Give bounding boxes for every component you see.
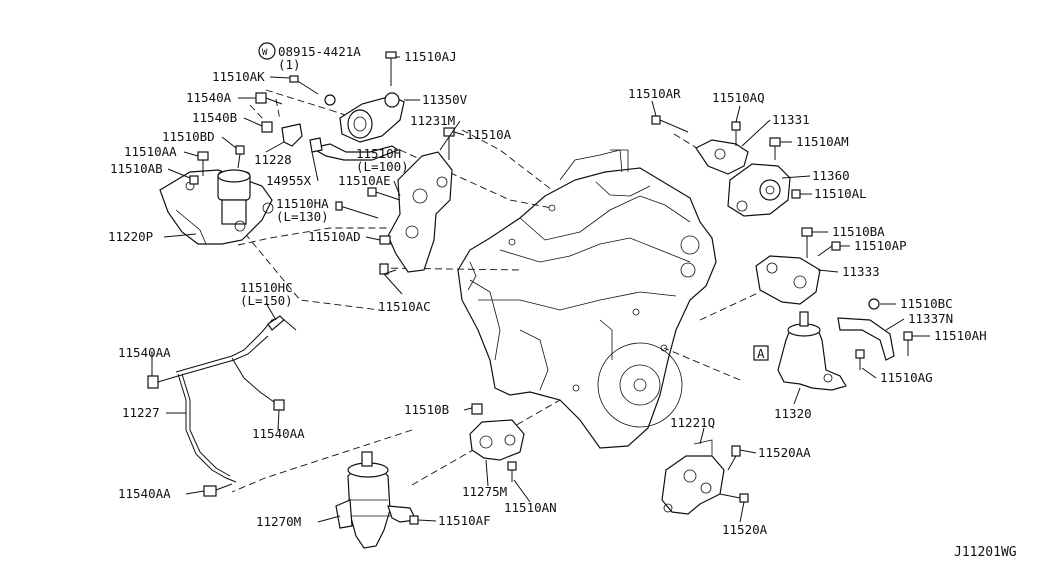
label-11510bd: 11510BD bbox=[162, 129, 215, 144]
drawing-id: J11201WG bbox=[954, 545, 1017, 560]
insulator-11360 bbox=[727, 137, 801, 217]
label-11510b: 11510B bbox=[404, 402, 449, 417]
label-washer-qty: (1) bbox=[278, 57, 301, 72]
label-11337n: 11337N bbox=[908, 311, 953, 326]
dashed-leaders bbox=[231, 89, 761, 493]
bracket-11331 bbox=[651, 115, 749, 175]
label-11540aa-mid: 11540AA bbox=[252, 426, 305, 441]
label-11510ab: 11510AB bbox=[110, 161, 163, 176]
label-11510ak: 11510AK bbox=[212, 69, 265, 84]
label-11350v: 11350V bbox=[422, 92, 468, 107]
label-11510ah: 11510AH bbox=[934, 328, 987, 343]
label-11510ba: 11510BA bbox=[832, 224, 885, 239]
bolt-11510ad bbox=[335, 201, 379, 219]
bracket-11337n bbox=[837, 298, 913, 361]
bracket-11221q bbox=[661, 439, 749, 515]
bolt-11510ak bbox=[289, 75, 319, 95]
label-11360: 11360 bbox=[812, 168, 850, 183]
bracket-11231m bbox=[379, 127, 455, 275]
label-11227: 11227 bbox=[122, 405, 160, 420]
mount-11350v bbox=[339, 92, 405, 143]
leader-lines bbox=[151, 56, 930, 523]
label-11510aq: 11510AQ bbox=[712, 90, 765, 105]
label-11275m: 11275M bbox=[462, 484, 507, 499]
engine-block bbox=[457, 149, 717, 449]
mount-11270m bbox=[335, 451, 419, 549]
label-11510ad: 11510AD bbox=[308, 229, 361, 244]
bracket-11228 bbox=[261, 121, 303, 147]
bracket-11275m bbox=[469, 403, 525, 482]
label-11320: 11320 bbox=[774, 406, 812, 421]
svg-text:W: W bbox=[262, 48, 268, 58]
bracket-11220p bbox=[159, 145, 274, 245]
label-11540b: 11540B bbox=[192, 110, 237, 125]
label-11510ha: 11510HA bbox=[276, 196, 329, 211]
label-11510an: 11510AN bbox=[504, 500, 557, 515]
label-11520aa: 11520AA bbox=[758, 445, 811, 460]
tube-11227 bbox=[147, 315, 297, 497]
bolt-11510ae bbox=[367, 187, 401, 201]
label-11510ag: 11510AG bbox=[880, 370, 933, 385]
label-11220p: 11220P bbox=[108, 229, 153, 244]
part-labels: 08915-4421A (1) 11510AJ 11510AK 11350V 1… bbox=[108, 44, 1017, 560]
label-11510ha-length: (L=130) bbox=[276, 209, 329, 224]
label-11510aj: 11510AJ bbox=[404, 49, 457, 64]
label-11510hc-length: (L=150) bbox=[240, 293, 293, 308]
label-11510h: 11510H bbox=[356, 146, 401, 161]
label-washer-code: 08915-4421A bbox=[278, 44, 361, 59]
mount-11320 bbox=[777, 311, 865, 391]
label-11540a: 11540A bbox=[186, 90, 232, 105]
label-11510al: 11510AL bbox=[814, 186, 867, 201]
label-14955x: 14955X bbox=[266, 173, 312, 188]
label-11510ae: 11510AE bbox=[338, 173, 391, 188]
label-11510aa: 11510AA bbox=[124, 144, 177, 159]
label-11221q: 11221Q bbox=[670, 415, 715, 430]
label-11510ap: 11510AP bbox=[854, 238, 907, 253]
label-11540aa-bottom: 11540AA bbox=[118, 486, 171, 501]
label-11510hc: 11510HC bbox=[240, 280, 293, 295]
bolt-11510aj bbox=[385, 51, 397, 86]
label-11231m: 11231M bbox=[410, 113, 455, 128]
label-11510am: 11510AM bbox=[796, 134, 849, 149]
label-11228: 11228 bbox=[254, 152, 292, 167]
label-11510ar: 11510AR bbox=[628, 86, 681, 101]
bracket-11333 bbox=[755, 227, 841, 305]
label-11331: 11331 bbox=[772, 112, 810, 127]
washer-08915: W bbox=[258, 42, 336, 106]
label-11510h-length: (L=100) bbox=[356, 159, 409, 174]
label-11510a: 11510A bbox=[466, 127, 512, 142]
label-11270m: 11270M bbox=[256, 514, 301, 529]
hose-11510h bbox=[309, 137, 400, 161]
label-11510af: 11510AF bbox=[438, 513, 491, 528]
ref-box-a bbox=[753, 345, 769, 361]
label-11520a: 11520A bbox=[722, 522, 768, 537]
label-11333: 11333 bbox=[842, 264, 880, 279]
label-ref-a: A bbox=[757, 346, 765, 361]
label-11540aa-top: 11540AA bbox=[118, 345, 171, 360]
label-11510ac: 11510AC bbox=[378, 299, 431, 314]
bolt-11540a bbox=[255, 92, 283, 105]
label-11510bc: 11510BC bbox=[900, 296, 953, 311]
